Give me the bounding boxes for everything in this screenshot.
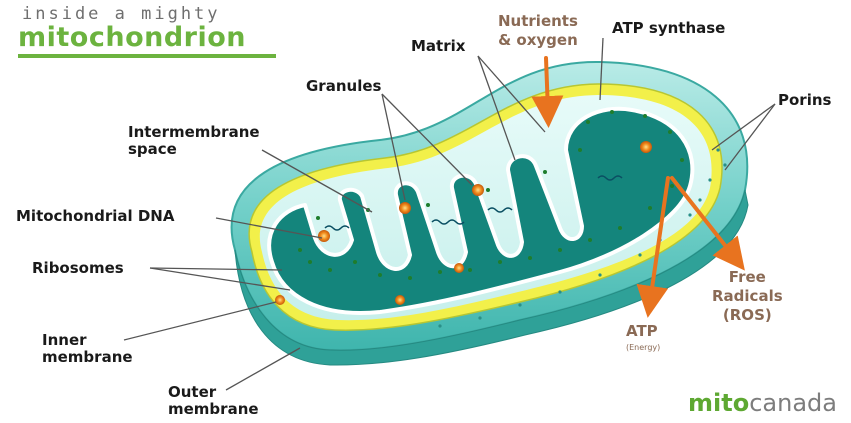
label-free-radicals: Free Radicals (ROS) xyxy=(712,268,783,325)
label-intermembrane-space: Intermembrane space xyxy=(128,124,260,158)
header-tagline: inside a mighty xyxy=(22,4,221,24)
label-atp-energy: (Energy) xyxy=(626,343,660,352)
mitocanada-logo: mitocanada xyxy=(688,389,837,417)
label-nutrients: Nutrients & oxygen xyxy=(498,12,578,50)
header-underline xyxy=(18,54,276,58)
label-outer-membrane: Outer membrane xyxy=(168,384,259,418)
label-inner-membrane: Inner membrane xyxy=(42,332,133,366)
label-mitochondrial-dna: Mitochondrial DNA xyxy=(16,208,174,225)
label-granules: Granules xyxy=(306,78,381,95)
label-matrix: Matrix xyxy=(411,38,465,55)
brand-part3: canada xyxy=(749,389,837,417)
label-atp-synthase: ATP synthase xyxy=(612,20,725,37)
header-title: mitochondrion xyxy=(18,22,246,53)
brand-part2: o xyxy=(733,389,750,417)
label-porins: Porins xyxy=(778,92,831,109)
brand-part1: mit xyxy=(688,389,733,417)
label-atp: ATP xyxy=(626,322,658,341)
label-ribosomes: Ribosomes xyxy=(32,260,124,277)
nutrients-arrow xyxy=(546,58,548,112)
